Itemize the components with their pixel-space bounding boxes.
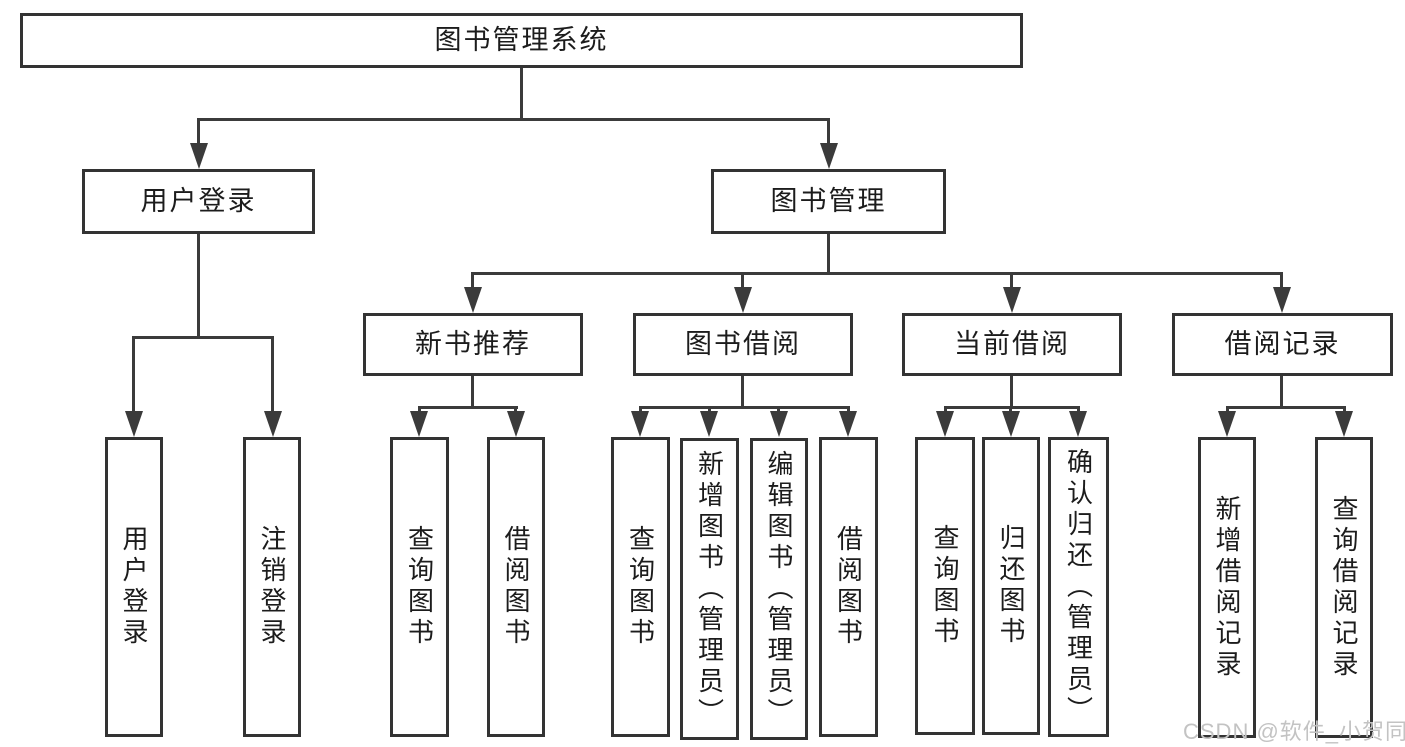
connector-line — [827, 118, 830, 145]
connector-line — [741, 376, 744, 409]
node-label: 用户登录 — [140, 186, 257, 216]
arrow-down-icon — [507, 411, 525, 437]
node-label: 新增借阅记录 — [1212, 494, 1242, 681]
connector-line — [639, 406, 850, 409]
arrow-down-icon — [1002, 411, 1020, 437]
arrow-down-icon — [1335, 411, 1353, 437]
node-label: 确认归还（管理员） — [1063, 447, 1094, 727]
arrow-down-icon — [734, 287, 752, 313]
node-label: 当前借阅 — [954, 329, 1070, 359]
connector-line — [847, 406, 850, 413]
connector-line — [471, 272, 474, 289]
node-leaf-query-books-recommend: 查询图书 — [390, 437, 449, 737]
connector-line — [271, 336, 274, 413]
node-label: 查询借阅记录 — [1329, 494, 1359, 681]
node-label: 用户登录 — [119, 525, 149, 649]
arrow-down-icon — [1069, 411, 1087, 437]
arrow-down-icon — [936, 411, 954, 437]
node-leaf-query-borrow-record: 查询借阅记录 — [1315, 437, 1373, 738]
node-label: 借阅记录 — [1224, 329, 1341, 359]
node-library-management-system: 图书管理系统 — [20, 13, 1023, 68]
node-leaf-borrow-books: 借阅图书 — [819, 437, 878, 737]
connector-line — [1343, 406, 1346, 413]
connector-line — [471, 376, 474, 409]
connector-line — [639, 406, 642, 413]
node-book-borrowing: 图书借阅 — [633, 313, 853, 376]
node-label: 注销登录 — [257, 525, 287, 649]
connector-line — [944, 406, 1080, 409]
arrow-down-icon — [125, 411, 143, 437]
connector-line — [1009, 406, 1012, 413]
node-label: 新书推荐 — [415, 329, 531, 359]
connector-line — [197, 118, 830, 121]
node-label: 图书管理系统 — [434, 25, 609, 55]
connector-line — [1010, 272, 1013, 289]
arrow-down-icon — [770, 411, 788, 437]
node-label: 编辑图书（管理员） — [764, 449, 794, 729]
node-label: 图书管理 — [770, 186, 887, 216]
connector-line — [1280, 272, 1283, 289]
node-label: 借阅图书 — [833, 525, 864, 649]
node-leaf-confirm-return-admin: 确认归还（管理员） — [1048, 437, 1109, 737]
node-leaf-add-borrow-record: 新增借阅记录 — [1198, 437, 1256, 738]
connector-line — [132, 336, 135, 413]
node-leaf-add-books-admin: 新增图书（管理员） — [680, 438, 739, 740]
node-borrowing-records: 借阅记录 — [1172, 313, 1393, 376]
arrow-down-icon — [1218, 411, 1236, 437]
arrow-down-icon — [1273, 287, 1291, 313]
connector-line — [1010, 376, 1013, 409]
node-label: 新增图书（管理员） — [694, 449, 725, 729]
node-current-borrowing: 当前借阅 — [902, 313, 1122, 376]
connector-line — [197, 234, 200, 339]
node-label: 借阅图书 — [501, 525, 531, 649]
connector-line — [777, 406, 780, 413]
arrow-down-icon — [1003, 287, 1021, 313]
node-leaf-return-books: 归还图书 — [982, 437, 1040, 735]
node-new-book-recommendation: 新书推荐 — [363, 313, 583, 376]
arrow-down-icon — [631, 411, 649, 437]
connector-line — [944, 406, 947, 413]
node-leaf-query-books-current: 查询图书 — [915, 437, 975, 735]
node-label: 图书借阅 — [685, 329, 801, 359]
node-leaf-logout: 注销登录 — [243, 437, 301, 737]
connector-line — [520, 68, 523, 121]
connector-line — [741, 272, 744, 289]
connector-line — [133, 336, 274, 339]
connector-line — [1280, 376, 1283, 409]
node-user-login: 用户登录 — [82, 169, 315, 234]
connector-line — [1226, 406, 1229, 413]
node-book-management: 图书管理 — [711, 169, 946, 234]
arrow-down-icon — [264, 411, 282, 437]
arrow-down-icon — [700, 411, 718, 437]
connector-line — [514, 406, 517, 413]
connector-line — [708, 406, 711, 413]
arrow-down-icon — [410, 411, 428, 437]
connector-line — [197, 118, 200, 145]
node-leaf-borrow-books-recommend: 借阅图书 — [487, 437, 545, 737]
connector-line — [471, 272, 1283, 275]
node-leaf-edit-books-admin: 编辑图书（管理员） — [750, 438, 808, 740]
node-label: 归还图书 — [996, 524, 1026, 648]
node-label: 查询图书 — [625, 525, 656, 649]
node-label: 查询图书 — [404, 525, 435, 649]
arrow-down-icon — [820, 143, 838, 169]
arrow-down-icon — [839, 411, 857, 437]
connector-line — [418, 406, 421, 413]
connector-line — [1077, 406, 1080, 413]
arrow-down-icon — [464, 287, 482, 313]
connector-line — [827, 234, 830, 275]
connector-line — [1226, 406, 1346, 409]
arrow-down-icon — [190, 143, 208, 169]
node-label: 查询图书 — [930, 524, 960, 648]
csdn-watermark: CSDN @软件_小贺同学 — [1183, 719, 1405, 744]
connector-line — [418, 406, 518, 409]
node-leaf-user-login: 用户登录 — [105, 437, 163, 737]
node-leaf-query-books-borrowing: 查询图书 — [611, 437, 670, 737]
